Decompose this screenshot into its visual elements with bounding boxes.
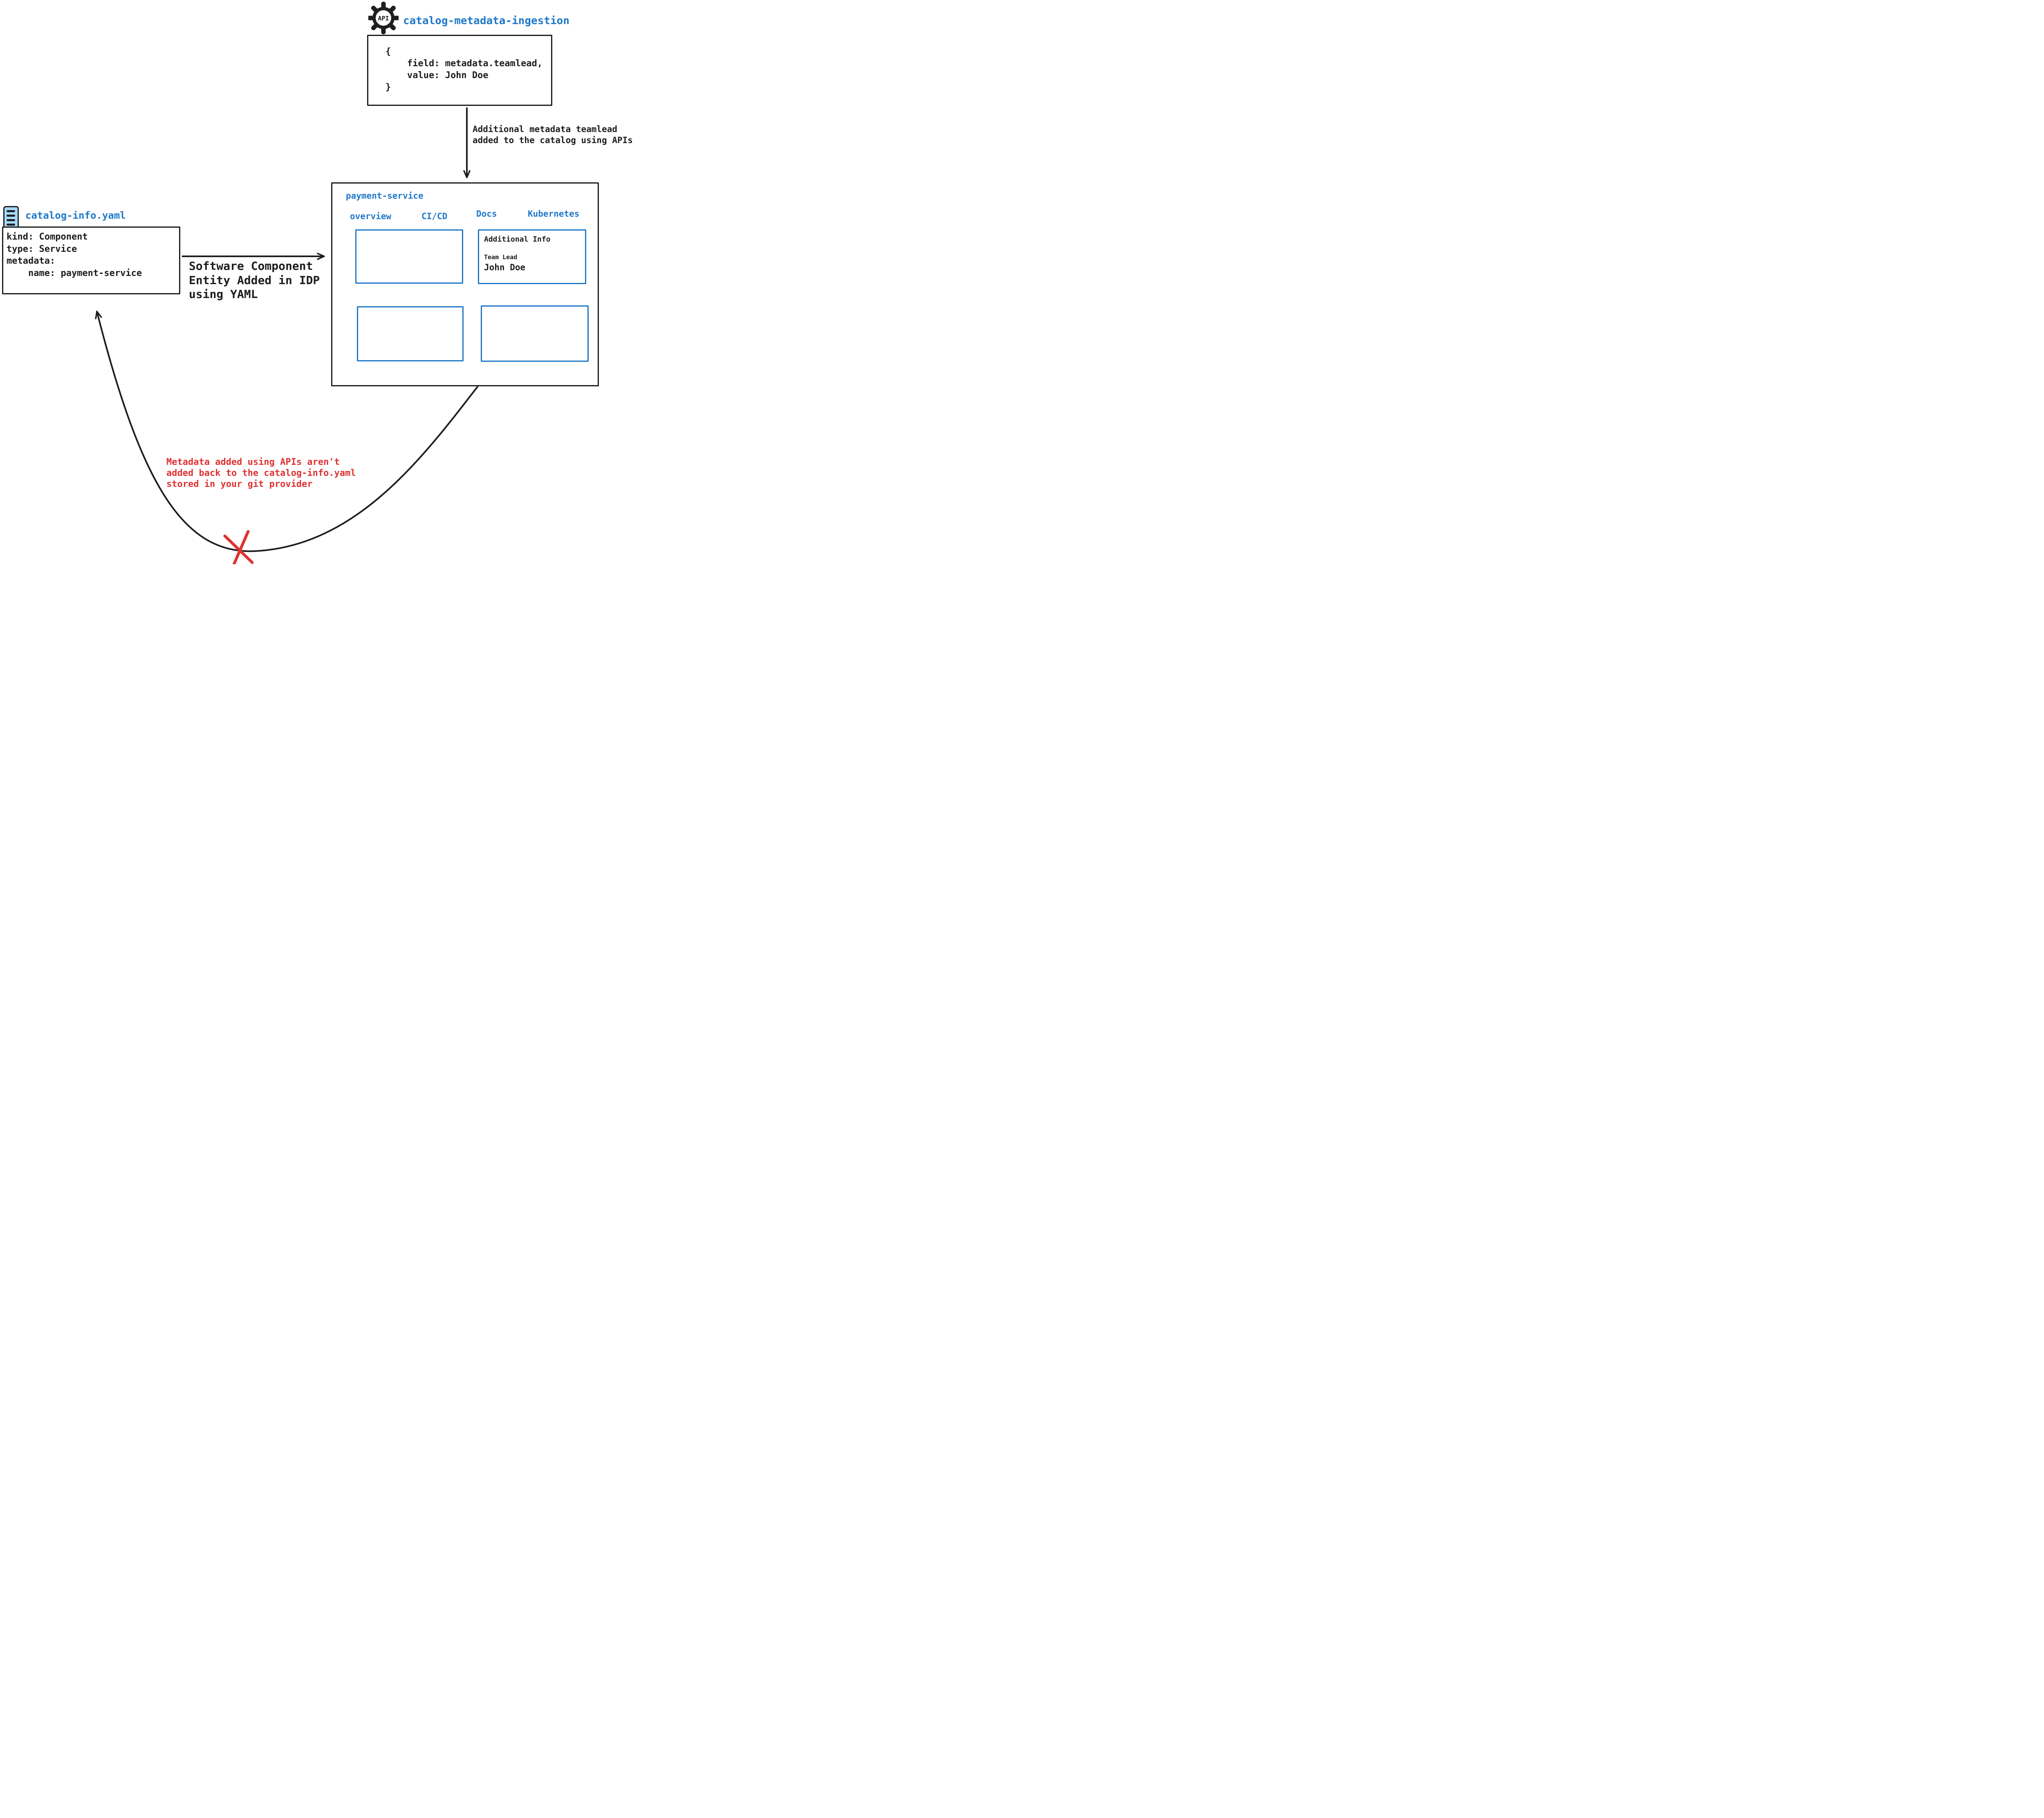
payment-service-box: payment-service overview CI/CD Docs Kube…: [331, 182, 599, 386]
payment-service-title: payment-service: [346, 191, 424, 201]
tab-docs: Docs: [476, 209, 497, 219]
empty-panel-bottom-right: [481, 305, 589, 362]
api-payload-code: { field: metadata.teamlead, value: John …: [385, 47, 543, 92]
yaml-arrow-label: Software Component Entity Added in IDP u…: [189, 259, 320, 301]
catalog-file-title: catalog-info.yaml: [25, 210, 126, 221]
tab-cicd: CI/CD: [421, 211, 448, 221]
empty-panel-bottom-left: [357, 306, 464, 361]
team-lead-value: John Doe: [484, 262, 526, 272]
catalog-yaml-code: kind: Component type: Service metadata: …: [7, 232, 142, 278]
api-gear-icon: API: [368, 2, 399, 34]
api-service-title: catalog-metadata-ingestion: [403, 15, 569, 27]
tab-kubernetes: Kubernetes: [528, 209, 580, 219]
additional-info-heading: Additional Info: [484, 235, 551, 244]
overview-panel: [355, 229, 463, 284]
not-synced-x-icon: [223, 530, 254, 564]
feedback-warning-note: Metadata added using APIs aren't added b…: [166, 457, 356, 489]
catalog-yaml-box: kind: Component type: Service metadata: …: [2, 226, 180, 294]
ingest-arrow-label: Additional metadata teamlead added to th…: [473, 124, 633, 145]
diagram-canvas: API catalog-metadata-ingestion { field: …: [0, 0, 641, 564]
additional-info-panel: Additional Info Team Lead John Doe: [478, 229, 586, 284]
team-lead-label: Team Lead: [484, 253, 518, 261]
api-icon-label: API: [378, 15, 389, 22]
yaml-file-icon: [3, 206, 19, 229]
tab-overview: overview: [350, 211, 392, 221]
api-payload-box: { field: metadata.teamlead, value: John …: [367, 35, 552, 106]
